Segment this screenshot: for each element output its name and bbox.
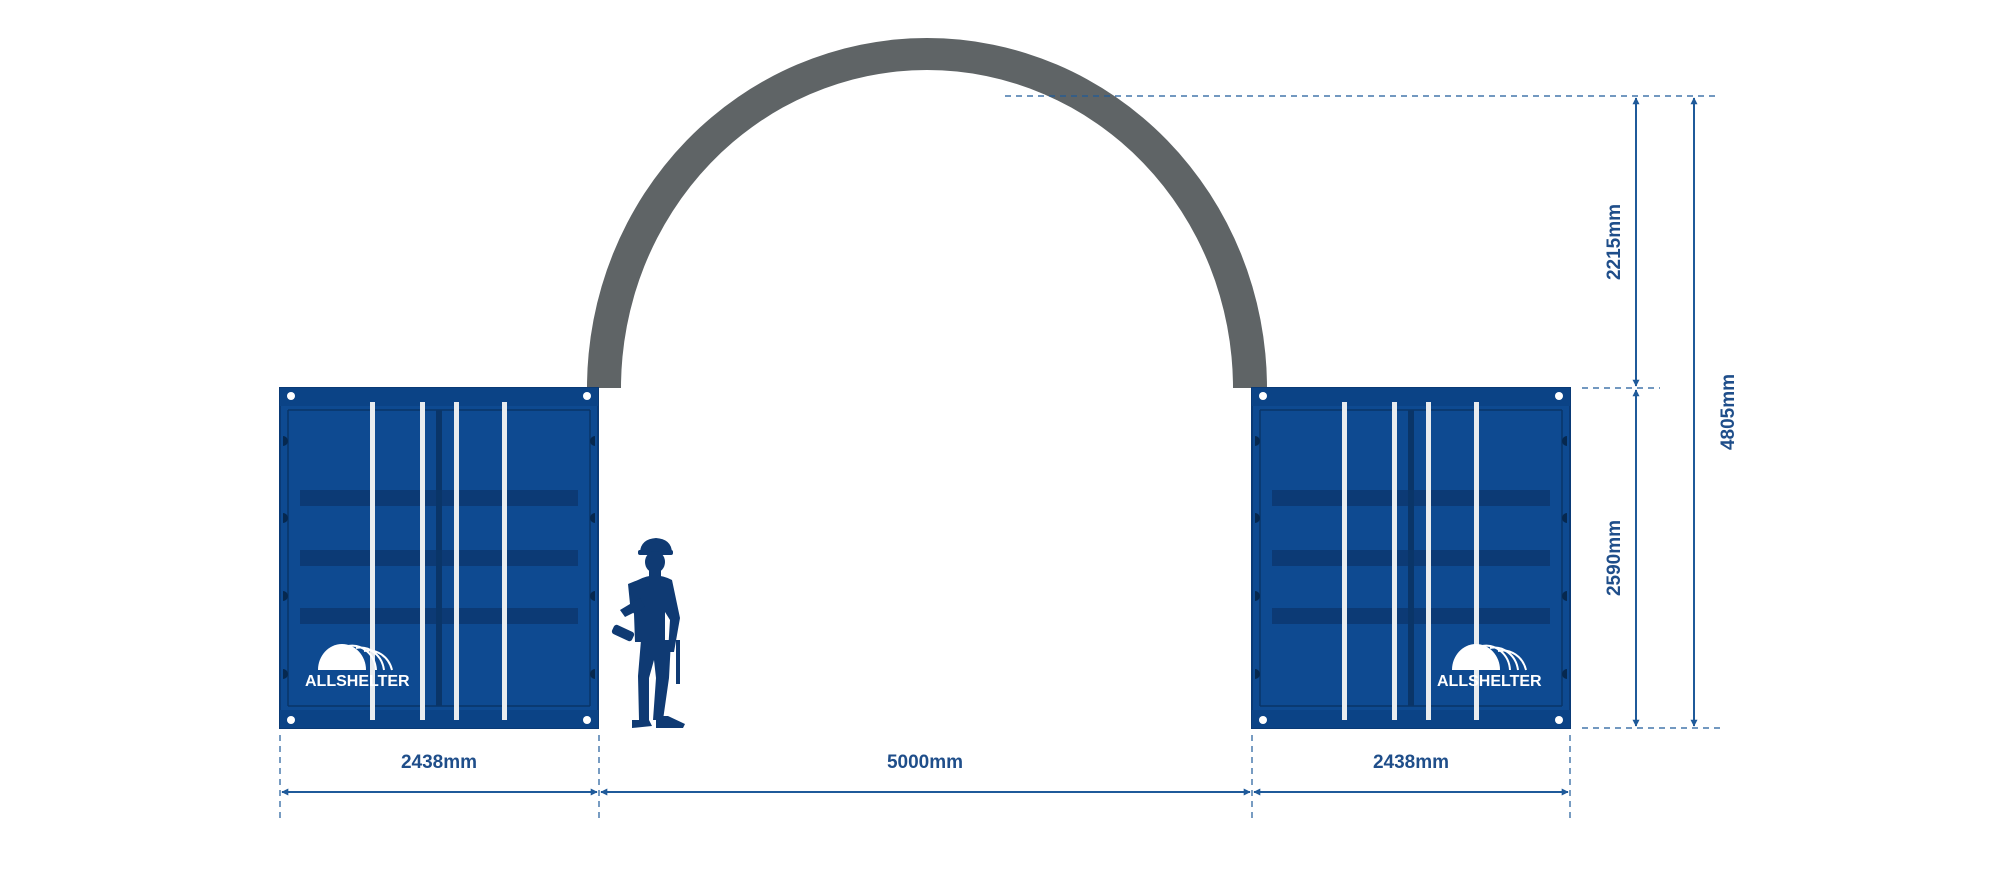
- right-container: ALLSHELTER: [1251, 387, 1571, 729]
- shelter-arch: [587, 38, 1267, 388]
- person-silhouette-icon: [611, 538, 685, 728]
- vertical-dimension-lines: [1632, 97, 1698, 727]
- span-width-label: 5000mm: [887, 752, 963, 773]
- logo-text: ALLSHELTER: [305, 673, 410, 690]
- left-container-width-label: 2438mm: [401, 752, 477, 773]
- vertical-extension-lines: [1005, 95, 1720, 729]
- arch-height-label: 2215mm: [1604, 204, 1625, 280]
- logo-left: ALLSHELTER: [305, 643, 410, 690]
- container-height-label: 2590mm: [1604, 520, 1625, 596]
- total-height-label: 4805mm: [1718, 374, 1739, 450]
- right-container-width-label: 2438mm: [1373, 752, 1449, 773]
- horizontal-extension-lines: [279, 735, 1571, 822]
- logo-text: ALLSHELTER: [1437, 673, 1542, 690]
- left-container: ALLSHELTER: [279, 387, 599, 729]
- logo-right: ALLSHELTER: [1437, 643, 1542, 690]
